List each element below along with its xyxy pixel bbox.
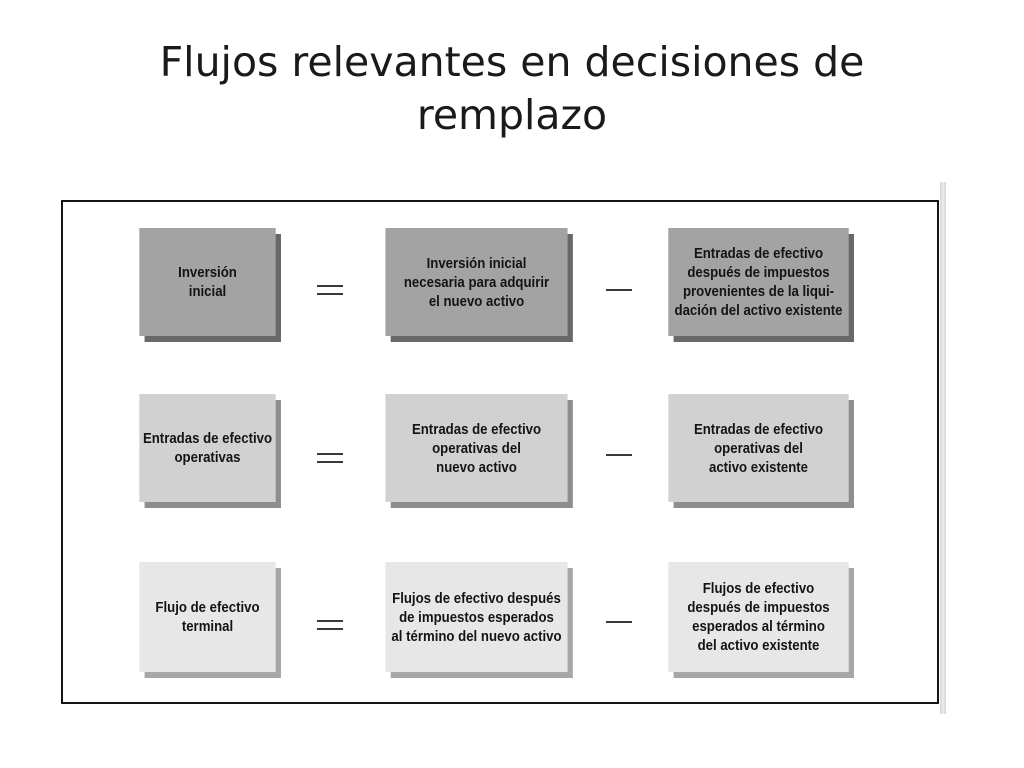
side-rule [940,182,946,714]
minus-sign [600,602,640,642]
minus-sign [600,270,640,310]
box-label: Flujos de efectivo después de impuestos … [687,580,830,654]
minus-sign [600,435,640,475]
box-liquidation-proceeds: Entradas de efectivo después de impuesto… [668,228,849,336]
slide-title: Flujos relevantes en decisiones de rempl… [159,38,865,139]
diagram-frame: Inversión inicial Inversión inicial nece… [61,200,939,704]
box-operating-inflows: Entradas de efectivo operativas [139,394,276,502]
equals-sign [311,270,351,310]
equals-sign [311,605,351,645]
box-new-asset-operating-inflows: Entradas de efectivo operativas del nuev… [385,394,568,502]
box-label: Entradas de efectivo operativas [142,430,273,466]
box-new-asset-investment: Inversión inicial necesaria para adquiri… [385,228,568,336]
box-terminal-cash-flow: Flujo de efectivo terminal [139,562,276,672]
box-label: Entradas de efectivo operativas del nuev… [411,420,542,476]
box-label: Flujo de efectivo terminal [155,599,260,635]
box-new-asset-terminal-flows: Flujos de efectivo después de impuestos … [385,562,568,672]
box-label: Inversión inicial necesaria para adquiri… [403,254,550,310]
box-label: Entradas de efectivo operativas del acti… [693,420,824,476]
equals-sign [311,438,351,478]
box-label: Entradas de efectivo después de impuesto… [674,245,843,319]
box-existing-asset-terminal-flows: Flujos de efectivo después de impuestos … [668,562,849,672]
box-label: Flujos de efectivo después de impuestos … [391,589,562,645]
box-existing-asset-operating-inflows: Entradas de efectivo operativas del acti… [668,394,849,502]
box-initial-investment: Inversión inicial [139,228,276,336]
box-label: Inversión inicial [178,264,237,300]
